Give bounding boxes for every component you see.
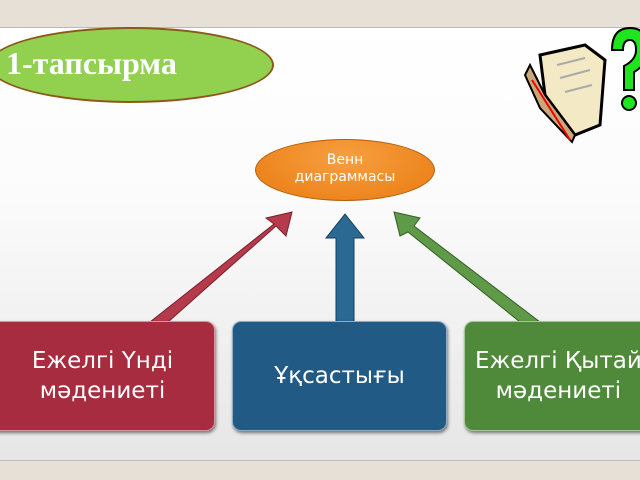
box-line1: Ежелгі Қытай [475,348,640,374]
venn-line1: Венн [326,152,364,168]
task-title-badge: 1-тапсырма [0,27,274,103]
box-line2: мәдениеті [39,378,166,404]
box-line1: Ежелгі Үнді [31,348,174,374]
blue-arrow [324,213,366,323]
ancient-china-box: Ежелгі Қытай мәдениеті [464,321,640,431]
ancient-india-box: Ежелгі Үнді мәдениеті [0,321,215,431]
bottom-band [0,461,640,480]
green-arrow [393,211,542,323]
red-arrow [148,211,293,323]
box-line2: мәдениеті [495,378,622,404]
similarity-box: Ұқсастығы [232,321,447,431]
task-title: 1-тапсырма [6,45,177,81]
venn-diagram-node: Венн диаграммасы [255,139,435,201]
venn-line2: диаграммасы [294,169,396,185]
box-line1: Ұқсастығы [274,363,405,389]
book-question-icon [523,26,640,144]
